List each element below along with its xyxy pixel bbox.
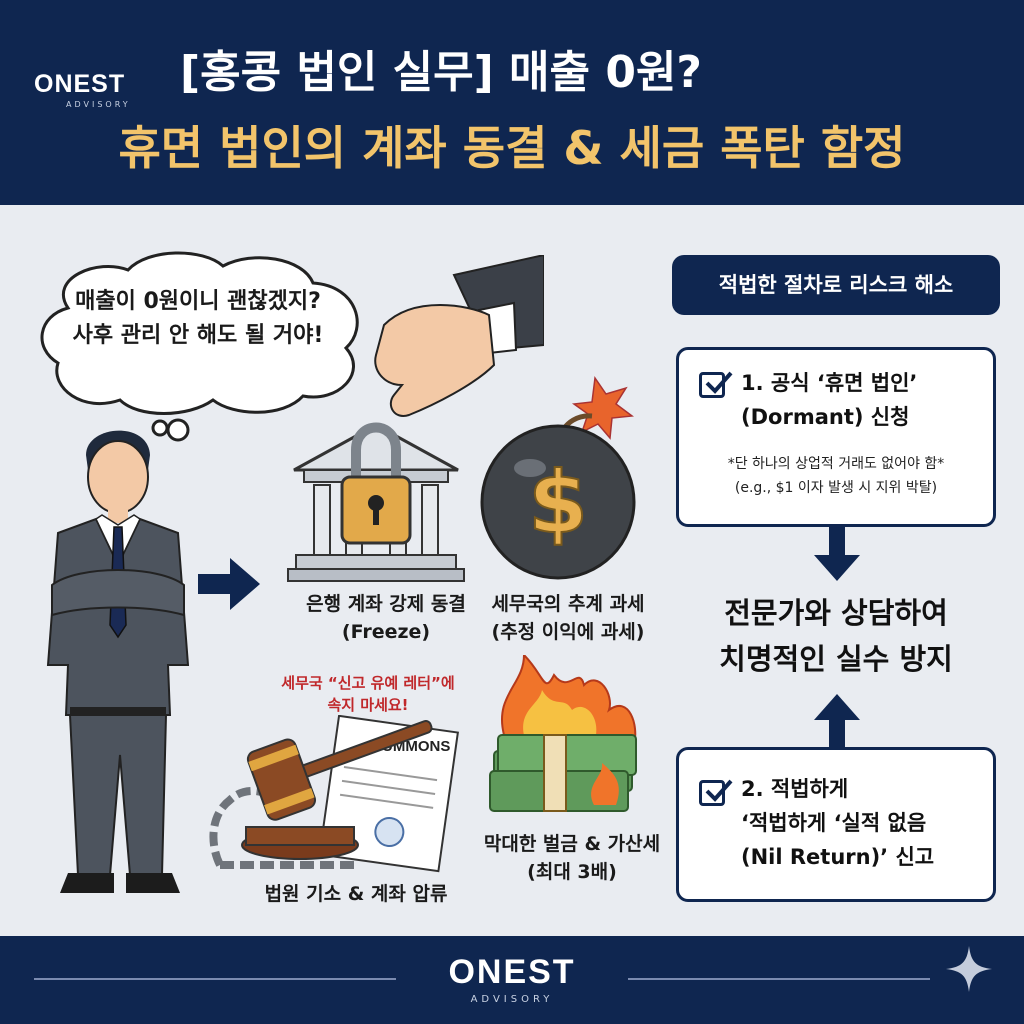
footer-divider-left: [34, 978, 396, 980]
tax-caption: 세무국의 추계 과세 (추정 이익에 과세): [468, 590, 668, 646]
fine-line2: (최대 3배): [527, 861, 617, 883]
nil-return-line1: 2. 적법하게: [741, 777, 849, 801]
tax-line2: (추정 이익에 과세): [491, 621, 645, 643]
fine-caption: 막대한 벌금 & 가산세 (최대 3배): [462, 830, 682, 886]
page-title-line1: [홍콩 법인 실무] 매출 0원?: [180, 47, 702, 98]
dormant-title: 1. 공식 ‘휴면 법인’ (Dormant) 신청: [741, 366, 991, 434]
bank-lock-icon: [287, 255, 544, 582]
solution-badge: 적법한 절차로 리스크 해소: [672, 255, 1000, 315]
freeze-line1: 은행 계좌 강제 동결: [306, 593, 466, 615]
money-fire-icon: [489, 655, 637, 812]
logo-sub: ADVISORY: [66, 100, 131, 109]
dormant-note: *단 하나의 상업적 거래도 없어야 함* (e.g., $1 이자 발생 시 …: [679, 452, 993, 500]
arrow-up-icon: [814, 694, 860, 748]
court-caption: 법원 기소 & 계좌 압류: [264, 883, 448, 905]
warning-text: 세무국 “신고 유예 레터”에 속지 마세요!: [254, 672, 482, 716]
bomb-icon: $: [480, 375, 636, 580]
footer-logo-brand: ONEST: [448, 953, 576, 991]
consult-line1: 전문가와 상담하여: [724, 596, 948, 630]
footer-logo-sub: ADVISORY: [470, 994, 554, 1005]
freeze-line2: (Freeze): [341, 621, 431, 643]
check-icon: [699, 779, 733, 806]
warning-line2: 속지 마세요!: [327, 696, 409, 714]
page-title-line2: 휴면 법인의 계좌 동결 & 세금 폭탄 함정: [118, 121, 906, 175]
arrow-down-icon: [814, 527, 860, 581]
nil-return-line3: (Nil Return)’ 신고: [741, 845, 935, 869]
dollar-glyph: $: [528, 453, 588, 553]
logo-top: ONEST ADVISORY: [34, 70, 164, 109]
footer: [0, 936, 1024, 1024]
arrow-right-icon: [198, 558, 260, 610]
consult-message: 전문가와 상담하여 치명적인 실수 방지: [676, 590, 996, 682]
logo-bottom: ONEST ADVISORY: [404, 953, 620, 1005]
dormant-note-line2: (e.g., $1 이자 발생 시 지위 박탈): [734, 480, 938, 496]
check-icon: [699, 371, 733, 398]
thought-line1: 매출이 0원이니 괜찮겠지?: [75, 289, 321, 314]
dormant-title-line2: (Dormant) 신청: [741, 405, 910, 429]
thought-cloud-icon: [40, 251, 359, 442]
footer-divider-right: [628, 978, 930, 980]
businessman-illustration: [46, 430, 190, 893]
fine-line1: 막대한 벌금 & 가산세: [483, 833, 661, 855]
header-banner: ONEST ADVISORY [홍콩 법인 실무] 매출 0원? 휴면 법인의 …: [0, 0, 1024, 205]
nil-return-card: 2. 적법하게 ‘적법하게 ‘실적 없음 (Nil Return)’ 신고: [676, 747, 996, 902]
nil-return-title: 2. 적법하게 ‘적법하게 ‘실적 없음 (Nil Return)’ 신고: [741, 772, 993, 874]
dormant-note-line1: *단 하나의 상업적 거래도 없어야 함*: [727, 456, 945, 472]
nil-return-line2: ‘적법하게 ‘실적 없음: [741, 811, 927, 835]
dormant-card: 1. 공식 ‘휴면 법인’ (Dormant) 신청 *단 하나의 상업적 거래…: [676, 347, 996, 527]
warning-line1: 세무국 “신고 유예 레터”에: [281, 674, 455, 692]
gavel-icon: SUMMONS: [209, 715, 459, 873]
sparkle-icon: [946, 946, 992, 992]
tax-line1: 세무국의 추계 과세: [491, 593, 645, 615]
freeze-caption: 은행 계좌 강제 동결 (Freeze): [266, 590, 506, 646]
dormant-title-line1: 1. 공식 ‘휴면 법인’: [741, 371, 918, 395]
thought-bubble: [28, 248, 372, 442]
thought-line2: 사후 관리 안 해도 될 거야!: [72, 323, 324, 348]
thought-dot-icon: [151, 419, 169, 437]
consult-line2: 치명적인 실수 방지: [719, 642, 953, 676]
thought-text: 매출이 0원이니 괜찮겠지? 사후 관리 안 해도 될 거야!: [28, 285, 368, 353]
logo-brand: ONEST: [34, 70, 126, 98]
